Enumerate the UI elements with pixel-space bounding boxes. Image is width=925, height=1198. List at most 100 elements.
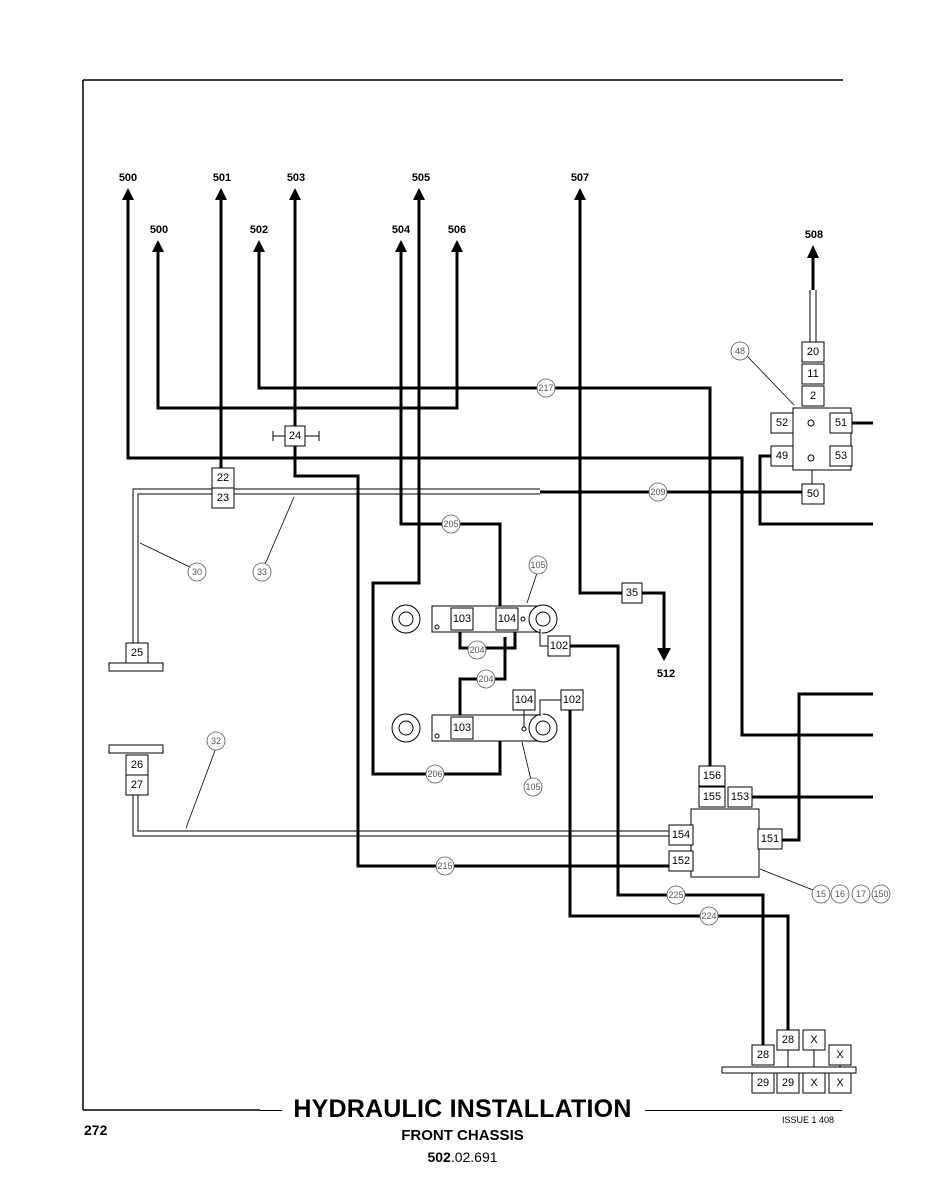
callout-204b [476,669,496,689]
fitting-22-23 [211,467,235,509]
box-x-d: X [836,1077,844,1089]
svg-text:225: 225 [668,890,683,900]
destination-labels: 500 501 503 505 507 500 502 504 506 508 … [119,172,823,680]
valve-block-48 [770,341,853,505]
arrow-507 [574,188,586,200]
fitting-26-27 [108,744,164,796]
box-103-upper: 103 [453,613,471,625]
dest-508: 508 [805,229,823,241]
callout-206 [425,764,445,784]
box-28-left: 28 [757,1049,769,1061]
page-number: 272 [84,1122,108,1138]
svg-text:217: 217 [538,383,553,393]
arrow-500b [152,240,164,252]
callout-205 [441,514,461,534]
box-104-lower: 104 [515,694,533,706]
callout-150 [871,884,891,904]
svg-text:205: 205 [443,519,458,529]
reference-number: 502.02.691 [0,1149,925,1165]
box-104-upper: 104 [498,613,516,625]
box-2: 2 [810,390,816,402]
fitting-35 [621,582,643,604]
leader-lines [139,355,814,891]
svg-text:206: 206 [427,769,442,779]
callout-224 [699,906,719,926]
dest-504: 504 [392,224,411,236]
svg-text:32: 32 [211,736,221,746]
box-156: 156 [703,770,721,782]
box-x-top: X [810,1034,818,1046]
arrow-503 [289,188,301,200]
dest-503: 503 [287,172,305,184]
box-labels: 20 11 2 52 51 49 53 50 24 22 23 25 26 27… [131,346,847,1089]
box-x-right: X [836,1049,844,1061]
callout-225 [666,885,686,905]
valve-block-main [668,765,783,878]
hydraulic-lines [126,200,873,1047]
arrow-505 [413,188,425,200]
dest-506: 506 [448,224,466,236]
cylinder-upper [391,604,571,657]
svg-text:204: 204 [469,645,484,655]
callout-105b [523,777,543,797]
box-49: 49 [776,450,788,462]
box-153: 153 [731,791,749,803]
callout-16 [830,884,850,904]
box-27: 27 [131,779,143,791]
svg-text:33: 33 [257,567,267,577]
dest-502: 502 [250,224,268,236]
box-x-c: X [810,1077,818,1089]
arrowheads [122,188,819,661]
callout-217 [536,378,556,398]
svg-text:224: 224 [701,911,716,921]
arrow-506 [451,240,463,252]
page-title: HYDRAULIC INSTALLATION [293,1095,632,1123]
arrow-500a [122,188,134,200]
arrow-508 [807,245,819,258]
box-103-lower: 103 [453,722,471,734]
box-29-b: 29 [782,1077,794,1089]
box-53: 53 [835,450,847,462]
svg-text:48: 48 [735,346,745,356]
box-102-lower: 102 [563,694,581,706]
box-50: 50 [807,488,819,500]
box-102-upper: 102 [550,640,568,652]
svg-text:215: 215 [437,861,452,871]
reference-number-suffix: .02.691 [450,1149,498,1165]
callout-30 [187,562,207,582]
box-52: 52 [776,417,788,429]
svg-text:204: 204 [478,674,493,684]
box-29-a: 29 [757,1077,769,1089]
dest-505: 505 [412,172,430,184]
double-lines [132,290,817,837]
page-subtitle: FRONT CHASSIS [401,1127,524,1144]
box-26: 26 [131,759,143,771]
callout-48 [730,341,750,361]
dest-501: 501 [213,172,231,184]
callout-215 [435,856,455,876]
arrow-512 [657,648,671,661]
issue-label: ISSUE 1 408 [782,1115,835,1125]
svg-text:30: 30 [192,567,202,577]
box-20: 20 [807,346,819,358]
box-23: 23 [217,492,229,504]
arrow-502 [253,240,265,252]
callout-33 [252,562,272,582]
dest-512: 512 [657,668,675,680]
callout-204a [467,640,487,660]
box-155: 155 [703,791,721,803]
title-rule-left [260,1110,282,1111]
svg-text:17: 17 [856,889,866,899]
box-51: 51 [835,417,847,429]
callout-17 [851,884,871,904]
dest-500a: 500 [119,172,137,184]
dest-507: 507 [571,172,589,184]
callout-209 [648,482,668,502]
box-28-top: 28 [782,1034,794,1046]
box-25: 25 [131,647,143,659]
box-35: 35 [626,587,638,599]
cylinder-lower [391,689,584,743]
svg-text:16: 16 [835,889,845,899]
callout-15 [811,884,831,904]
